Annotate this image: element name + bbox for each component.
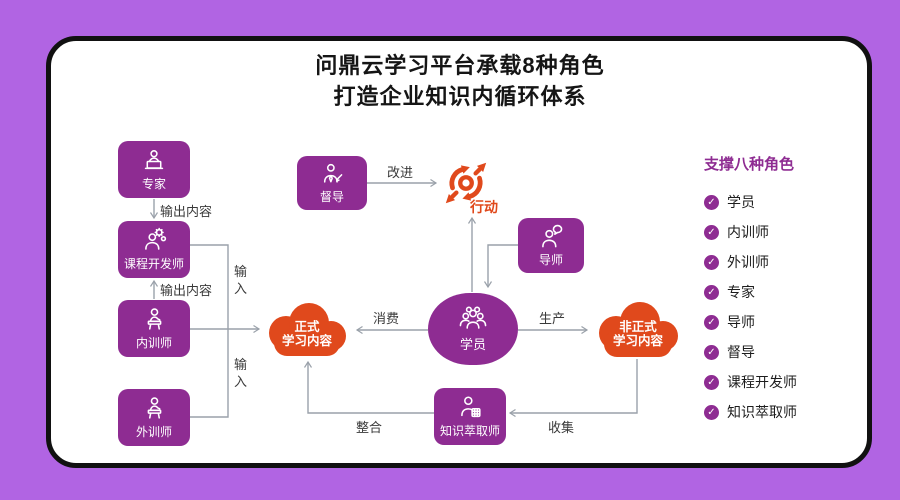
check-circle-icon: ✓ (704, 224, 719, 240)
node-external-trainer-label: 外训师 (135, 425, 172, 439)
person-chat-icon (537, 223, 565, 250)
check-circle-icon: ✓ (704, 314, 719, 330)
edge-label-trainer-output: 输出内容 (160, 283, 213, 298)
node-supervisor-label: 督导 (319, 190, 344, 204)
legend-item-mentor: ✓ 导师 (704, 307, 797, 337)
node-knowledge-extractor-label: 知识萃取师 (439, 424, 500, 438)
node-external-trainer: 外训师 (118, 389, 190, 446)
edge-label-produce: 生产 (539, 311, 566, 326)
roles-legend: 支撑八种角色 ✓ 学员 ✓ 内训师 ✓ 外训师 ✓ 专家 ✓ 导师 ✓ 督导 ✓… (704, 153, 797, 427)
cloud-icon (599, 302, 678, 357)
node-mentor: 导师 (518, 218, 584, 273)
informal-content-label: 非正式 学习内容 (612, 319, 663, 348)
action-arrows-icon (441, 158, 491, 208)
edge-label-input-top: 输入 (234, 264, 248, 296)
node-expert: 专家 (118, 141, 190, 198)
person-puzzle-icon (456, 394, 484, 421)
legend-item-student: ✓ 学员 (704, 187, 797, 217)
people-group-icon (456, 305, 490, 334)
informal-content-cloud: 非正式 学习内容 (591, 297, 685, 361)
person-laptop-icon (140, 148, 168, 174)
check-circle-icon: ✓ (704, 254, 719, 270)
legend-item-external-trainer: ✓ 外训师 (704, 247, 797, 277)
formal-content-label: 正式 学习内容 (281, 319, 332, 348)
node-internal-trainer-label: 内训师 (135, 336, 172, 350)
node-course-developer: 课程开发师 (118, 221, 190, 278)
node-knowledge-extractor: 知识萃取师 (434, 388, 506, 445)
person-podium-icon (141, 306, 168, 333)
legend-item-expert: ✓ 专家 (704, 277, 797, 307)
edge-label-improve: 改进 (387, 165, 414, 180)
check-circle-icon: ✓ (704, 374, 719, 390)
node-mentor-label: 导师 (538, 253, 563, 267)
node-expert-label: 专家 (141, 176, 166, 191)
check-circle-icon: ✓ (704, 344, 719, 360)
formal-content-cloud: 正式 学习内容 (262, 298, 352, 360)
edge-label-expert-output: 输出内容 (160, 204, 213, 219)
action-label: 行动 (470, 199, 498, 215)
node-course-developer-label: 课程开发师 (123, 257, 184, 271)
person-podium-icon (141, 395, 168, 422)
legend-item-internal-trainer: ✓ 内训师 (704, 217, 797, 247)
edge-label-integrate: 整合 (356, 420, 383, 435)
legend-title: 支撑八种角色 (704, 156, 795, 173)
check-circle-icon: ✓ (704, 284, 719, 300)
cloud-icon (269, 303, 346, 356)
check-circle-icon: ✓ (704, 194, 719, 210)
legend-item-supervisor: ✓ 督导 (704, 337, 797, 367)
node-student-label: 学员 (459, 337, 486, 352)
edge-label-collect: 收集 (548, 420, 575, 435)
node-student: 学员 (428, 293, 518, 365)
node-supervisor: 督导 (297, 156, 367, 210)
person-pen-icon (319, 161, 346, 187)
check-circle-icon: ✓ (704, 404, 719, 420)
legend-item-knowledge-extractor: ✓ 知识萃取师 (704, 397, 797, 427)
legend-item-course-developer: ✓ 课程开发师 (704, 367, 797, 397)
person-gears-icon (140, 227, 168, 254)
edge-label-consume: 消费 (373, 311, 400, 326)
page-title: 问鼎云学习平台承载8种角色 打造企业知识内循环体系 (130, 50, 790, 112)
node-internal-trainer: 内训师 (118, 300, 190, 357)
title-line-1: 问鼎云学习平台承载8种角色 (315, 53, 605, 78)
title-line-2: 打造企业知识内循环体系 (333, 84, 587, 109)
edge-label-input-bottom: 输入 (234, 357, 248, 389)
